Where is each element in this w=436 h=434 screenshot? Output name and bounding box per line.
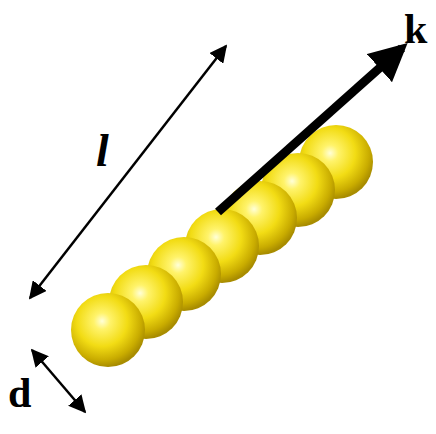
length-arrow (30, 46, 226, 298)
length-label: l (96, 128, 109, 174)
sphere-chain (71, 125, 373, 367)
gold-sphere (71, 293, 145, 367)
wavevector-label: k (404, 8, 427, 50)
diameter-arrow (32, 350, 85, 412)
diameter-label: d (8, 372, 31, 414)
wavevector-arrow (218, 48, 402, 212)
